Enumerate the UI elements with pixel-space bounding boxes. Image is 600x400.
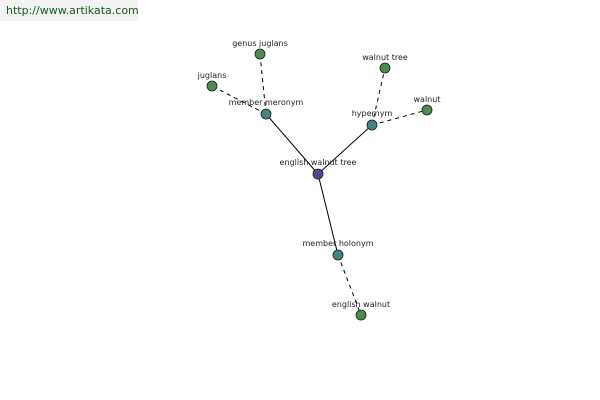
label-genus-juglans[interactable]: genus juglans	[232, 39, 288, 48]
node-hypernym[interactable]	[366, 119, 378, 131]
node-member-holonym[interactable]	[332, 249, 344, 261]
edge-center-to-hypernym	[317, 124, 373, 175]
edge-member-meronym-to-genus-juglans	[259, 53, 267, 115]
edge-hypernym-to-walnut-tree	[371, 67, 386, 126]
edge-member-meronym-to-juglans	[211, 85, 267, 115]
source-banner: http://www.artikata.com	[0, 0, 139, 21]
label-walnut[interactable]: walnut	[414, 95, 441, 104]
node-english-walnut[interactable]	[355, 309, 367, 321]
label-member-holonym[interactable]: member holonym	[302, 239, 373, 248]
label-walnut-tree[interactable]: walnut tree	[362, 53, 408, 62]
node-juglans[interactable]	[206, 80, 218, 92]
graph-labels: english walnut tree hypernym member merony…	[197, 39, 441, 309]
source-url[interactable]: http://www.artikata.com	[6, 4, 139, 17]
graph-nodes	[206, 48, 433, 321]
edge-hypernym-to-walnut	[371, 109, 428, 126]
node-walnut[interactable]	[421, 104, 433, 116]
edge-member-holonym-to-english-walnut	[337, 254, 362, 316]
edge-center-to-member-meronym	[265, 113, 319, 175]
node-member-meronym[interactable]	[260, 108, 272, 120]
graph-edges	[211, 53, 428, 316]
node-center[interactable]	[312, 168, 324, 180]
node-walnut-tree[interactable]	[379, 62, 391, 74]
label-english-walnut[interactable]: english walnut	[332, 300, 390, 309]
label-member-meronym[interactable]: member meronym	[229, 98, 304, 107]
label-center[interactable]: english walnut tree	[280, 158, 357, 167]
edge-center-to-member-holonym	[317, 173, 339, 256]
node-genus-juglans[interactable]	[254, 48, 266, 60]
label-juglans[interactable]: juglans	[197, 71, 227, 80]
label-hypernym[interactable]: hypernym	[352, 109, 393, 118]
